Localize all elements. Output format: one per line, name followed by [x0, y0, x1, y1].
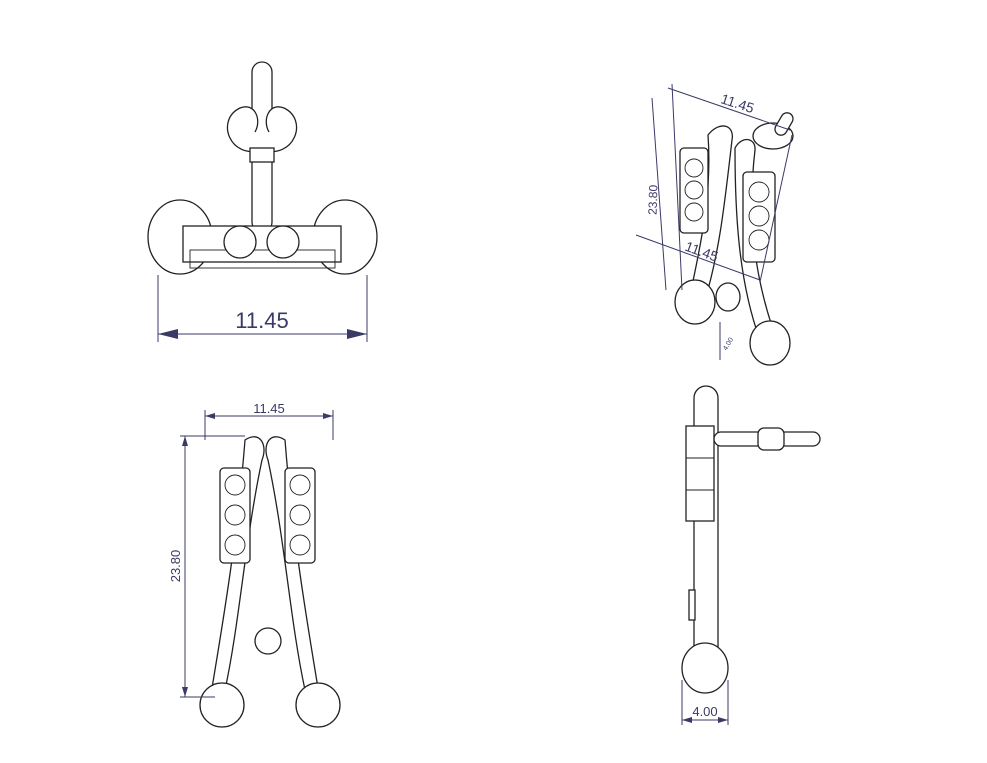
top-view: 11.45 23.80: [168, 401, 341, 728]
isometric-view: 11.45 23.80 11.45 4.00: [635, 83, 794, 366]
top-height-dimension: 23.80: [168, 550, 183, 583]
front-view: 11.45: [147, 61, 378, 342]
iso-depth-dimension: 4.00: [722, 337, 735, 352]
iso-height-dimension: 23.80: [645, 184, 660, 215]
top-width-dimension: 11.45: [253, 401, 285, 416]
side-depth-dimension: 4.00: [692, 704, 717, 719]
side-view: 4.00: [681, 385, 821, 725]
front-width-dimension: 11.45: [235, 308, 288, 333]
